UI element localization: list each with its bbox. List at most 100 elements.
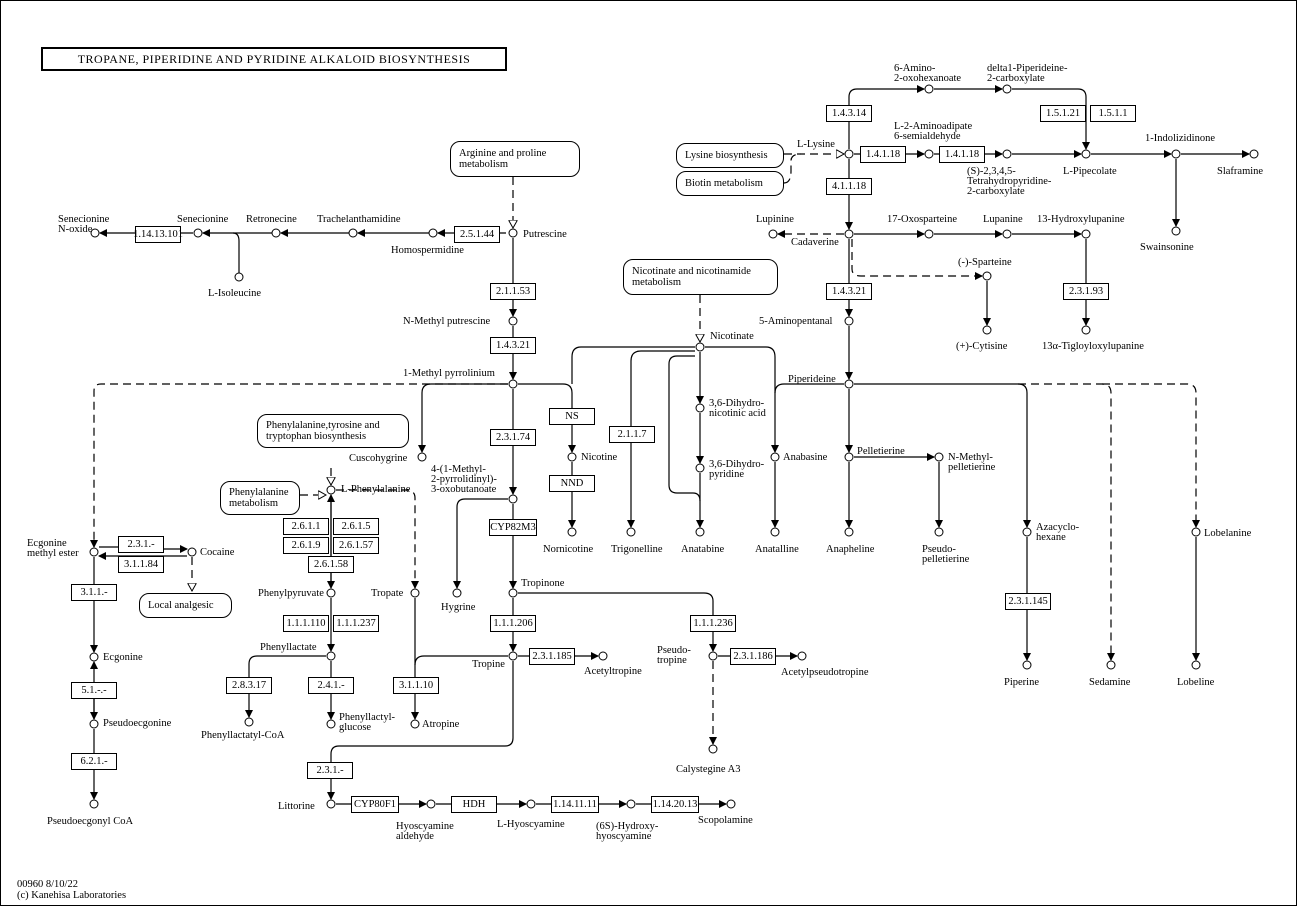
compound-node-delta1-piperideine-2-carboxylate[interactable] xyxy=(1002,84,1012,94)
enzyme-box-2-6-1-57-25[interactable]: 2.6.1.57 xyxy=(333,537,379,554)
compound-node-ecgonine-methyl-ester[interactable] xyxy=(89,547,99,557)
compound-node-l-hyoscyamine[interactable] xyxy=(526,799,536,809)
compound-node-tropinone[interactable] xyxy=(508,588,518,598)
compound-node-n-methyl-pelletierine[interactable] xyxy=(934,452,944,462)
compound-node-anatabine[interactable] xyxy=(695,527,705,537)
enzyme-box-2-3-1-145-41[interactable]: 2.3.1.145 xyxy=(1005,593,1051,610)
enzyme-box-cyp82m3-5[interactable]: CYP82M3 xyxy=(489,519,537,536)
compound-node-senecionine[interactable] xyxy=(193,228,203,238)
enzyme-box-1-1-1-237-28[interactable]: 1.1.1.237 xyxy=(333,615,379,632)
compound-node-lupanine[interactable] xyxy=(1002,229,1012,239)
enzyme-box-3-1-1-19[interactable]: 3.1.1.- xyxy=(71,584,117,601)
compound-node-sedamine[interactable] xyxy=(1106,660,1116,670)
compound-node-acetylpseudotropine[interactable] xyxy=(797,651,807,661)
compound-node-nicotinate[interactable] xyxy=(695,342,705,352)
compound-node-5-aminopentanal[interactable] xyxy=(844,316,854,326)
compound-node-6-amino-2-oxohexanoate[interactable] xyxy=(924,84,934,94)
compound-node-calystegine-a3[interactable] xyxy=(708,744,718,754)
compound-node-phenylpyruvate[interactable] xyxy=(326,588,336,598)
enzyme-box-1-4-1-18-11[interactable]: 1.4.1.18 xyxy=(939,146,985,163)
compound-node-13-tigloyloxylupanine[interactable] xyxy=(1081,325,1091,335)
enzyme-box-2-4-1-30[interactable]: 2.4.1.- xyxy=(308,677,354,694)
enzyme-box-2-3-1-186-35[interactable]: 2.3.1.186 xyxy=(730,648,776,665)
compound-node-tropine[interactable] xyxy=(508,651,518,661)
compound-node-tropate[interactable] xyxy=(410,588,420,598)
enzyme-box-2-6-1-5-23[interactable]: 2.6.1.5 xyxy=(333,518,379,535)
compound-node-l-pipecolate[interactable] xyxy=(1081,149,1091,159)
enzyme-box-cyp80f1-37[interactable]: CYP80F1 xyxy=(351,796,399,813)
compound-node-anabasine[interactable] xyxy=(770,452,780,462)
enzyme-box-2-6-1-9-24[interactable]: 2.6.1.9 xyxy=(283,537,329,554)
enzyme-box-2-6-1-1-22[interactable]: 2.6.1.1 xyxy=(283,518,329,535)
compound-node-anatalline[interactable] xyxy=(770,527,780,537)
enzyme-box-1-1-1-206-32[interactable]: 1.1.1.206 xyxy=(490,615,536,632)
compound-node-swainsonine[interactable] xyxy=(1171,226,1181,236)
compound-node-pseudo-pelletierine[interactable] xyxy=(934,527,944,537)
enzyme-box-2-1-1-7-8[interactable]: 2.1.1.7 xyxy=(609,426,655,443)
enzyme-box-2-3-1-185-33[interactable]: 2.3.1.185 xyxy=(529,648,575,665)
enzyme-box-1-14-13-101-0[interactable]: 1.14.13.101 xyxy=(133,226,183,243)
compound-node-putrescine[interactable] xyxy=(508,228,518,238)
compound-node-1-methyl-pyrrolinium[interactable] xyxy=(508,379,518,389)
compound-node-phenyllactatyl-coa[interactable] xyxy=(244,717,254,727)
compound-node-17-oxosparteine[interactable] xyxy=(924,229,934,239)
compound-node-acetyltropine[interactable] xyxy=(598,651,608,661)
compound-node-hygrine[interactable] xyxy=(452,588,462,598)
pathway-map-link-nicotinate[interactable]: Nicotinate and nicotinamide metabolism xyxy=(623,259,778,295)
compound-node-pseudo-tropine[interactable] xyxy=(708,651,718,661)
enzyme-box-2-8-3-17-29[interactable]: 2.8.3.17 xyxy=(226,677,272,694)
enzyme-box-1-1-1-110-27[interactable]: 1.1.1.110 xyxy=(283,615,329,632)
enzyme-box-nnd-7[interactable]: NND xyxy=(549,475,595,492)
compound-node-l-phenylalanine[interactable] xyxy=(326,485,336,495)
enzyme-box-ns-6[interactable]: NS xyxy=(549,408,595,425)
compound-node-phenyllactate[interactable] xyxy=(326,651,336,661)
compound-node-l-2-aminoadipate-6-semialdehyde[interactable] xyxy=(924,149,934,159)
enzyme-box-1-4-3-21-15[interactable]: 1.4.3.21 xyxy=(826,283,872,300)
enzyme-box-1-14-11-11-39[interactable]: 1.14.11.11 xyxy=(551,796,599,813)
pathway-map-link-lysine[interactable]: Lysine biosynthesis xyxy=(676,143,784,168)
enzyme-box-6-2-1-21[interactable]: 6.2.1.- xyxy=(71,753,117,770)
enzyme-box-1-1-1-236-34[interactable]: 1.1.1.236 xyxy=(690,615,736,632)
compound-node-l-lysine[interactable] xyxy=(844,149,854,159)
compound-node-scopolamine[interactable] xyxy=(726,799,736,809)
compound-node-ecgonine[interactable] xyxy=(89,652,99,662)
compound-node-homospermidine[interactable] xyxy=(428,228,438,238)
compound-node-slaframine[interactable] xyxy=(1249,149,1259,159)
compound-node-retronecine[interactable] xyxy=(271,228,281,238)
enzyme-box-3-1-1-84-18[interactable]: 3.1.1.84 xyxy=(118,556,164,573)
compound-node-cocaine[interactable] xyxy=(187,547,197,557)
compound-node-sparteine[interactable] xyxy=(982,271,992,281)
compound-node-azacyclo-hexane[interactable] xyxy=(1022,527,1032,537)
compound-node-n-methyl-putrescine[interactable] xyxy=(508,316,518,326)
compound-node-littorine[interactable] xyxy=(326,799,336,809)
compound-node-trachelanthamidine[interactable] xyxy=(348,228,358,238)
enzyme-box-1-14-20-13-40[interactable]: 1.14.20.13 xyxy=(651,796,699,813)
enzyme-box-2-5-1-44-1[interactable]: 2.5.1.44 xyxy=(454,226,500,243)
enzyme-box-5-1-20[interactable]: 5.1.-.- xyxy=(71,682,117,699)
compound-node-1-indolizidinone[interactable] xyxy=(1171,149,1181,159)
enzyme-box-4-1-1-18-12[interactable]: 4.1.1.18 xyxy=(826,178,872,195)
enzyme-box-hdh-38[interactable]: HDH xyxy=(451,796,497,813)
compound-node-4-1-methyl-2-pyrrolidinyl-3-oxobutanoate[interactable] xyxy=(508,494,518,504)
enzyme-box-2-3-1-17[interactable]: 2.3.1.- xyxy=(118,536,164,553)
compound-node-nicotine[interactable] xyxy=(567,452,577,462)
compound-node-pelletierine[interactable] xyxy=(844,452,854,462)
compound-node-13-hydroxylupanine[interactable] xyxy=(1081,229,1091,239)
compound-node-pseudoecgonyl-coa[interactable] xyxy=(89,799,99,809)
compound-node-l-isoleucine[interactable] xyxy=(234,272,244,282)
compound-node-pseudoecgonine[interactable] xyxy=(89,719,99,729)
compound-node-lobelanine[interactable] xyxy=(1191,527,1201,537)
compound-node-s-2-3-4-5-tetrahydropyridine-2-carboxylate[interactable] xyxy=(1002,149,1012,159)
pathway-map-link-local-analgesic[interactable]: Local analgesic xyxy=(139,593,232,618)
enzyme-box-2-3-1-36[interactable]: 2.3.1.- xyxy=(307,762,353,779)
compound-node-phenyllactyl-glucose[interactable] xyxy=(326,719,336,729)
compound-node-senecionine-n-oxide[interactable] xyxy=(90,228,100,238)
compound-node-6s-hydroxy-hyoscyamine[interactable] xyxy=(626,799,636,809)
compound-node-lobeline[interactable] xyxy=(1191,660,1201,670)
pathway-map-link-biotin[interactable]: Biotin metabolism xyxy=(676,171,784,196)
compound-node-cadaverine[interactable] xyxy=(844,229,854,239)
enzyme-box-1-5-1-1-14[interactable]: 1.5.1.1 xyxy=(1090,105,1136,122)
enzyme-box-1-4-3-14-9[interactable]: 1.4.3.14 xyxy=(826,105,872,122)
pathway-map-link-phenylalanine[interactable]: Phenylalanine metabolism xyxy=(220,481,300,515)
enzyme-box-1-4-3-21-3[interactable]: 1.4.3.21 xyxy=(490,337,536,354)
